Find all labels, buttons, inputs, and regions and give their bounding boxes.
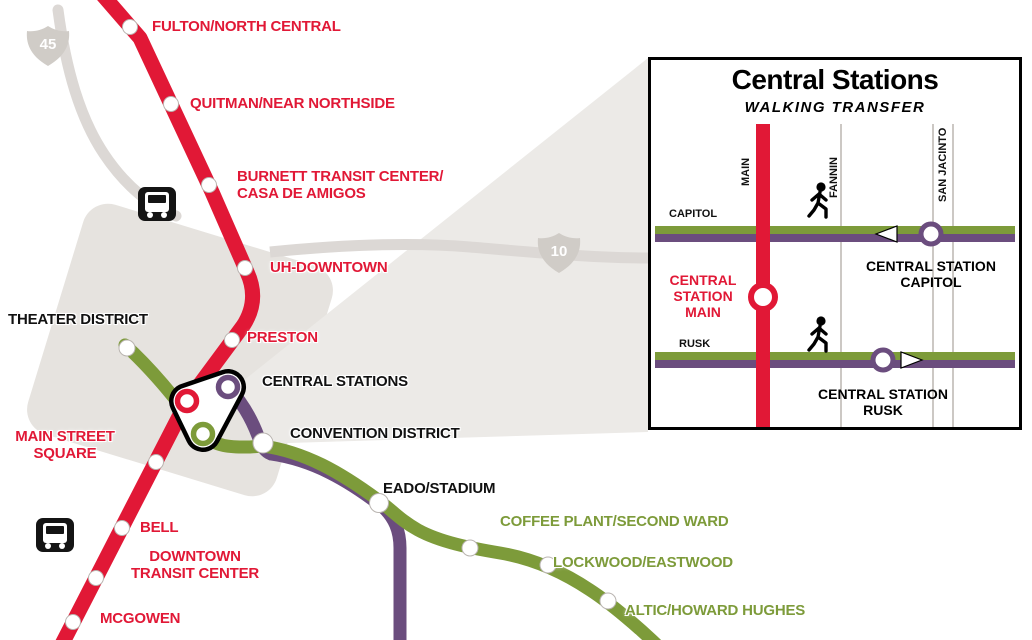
central-station-capitol-dot [190,421,216,447]
i10-shield-icon [537,233,581,273]
inset-canvas [655,124,1015,427]
station-label-quitman: QUITMAN/NEAR NORTHSIDE [190,95,395,112]
station-dot [201,177,217,193]
station-label-lockwood: LOCKWOOD/EASTWOOD [553,554,733,571]
station-dot [88,570,104,586]
station-label-mcgowen: MCGOWEN [100,610,181,627]
station-label-coffee-plant: COFFEE PLANT/SECOND WARD [500,513,729,530]
inset-label-central-station-rusk: CENTRAL STATION RUSK [818,386,948,419]
station-label-theater-district: THEATER DISTRICT [8,311,148,328]
station-label-main-street-square: MAIN STREET SQUARE [15,428,115,463]
station-label-uh-downtown: UH-DOWNTOWN [270,259,388,276]
street-label-rusk: RUSK [679,338,711,350]
inset-label-central-station-capitol: CENTRAL STATION CAPITOL [866,258,996,291]
central-stations-inset: Central Stations WALKING TRANSFER [648,57,1022,430]
inset-title: Central Stations [731,64,939,95]
station-dot [114,520,130,536]
station-label-burnett: BURNETT TRANSIT CENTER/ CASA DE AMIGOS [237,168,444,203]
station-label-convention-district: CONVENTION DISTRICT [290,425,460,442]
inset-beam [238,58,648,444]
station-dot [599,592,617,610]
station-label-eado-stadium: EADO/STADIUM [383,480,496,497]
station-dot [148,454,164,470]
station-dot [461,539,479,557]
station-label-fulton: FULTON/NORTH CENTRAL [152,18,341,35]
bus-icon [138,187,176,221]
walking-person-icon [807,316,828,353]
station-dot [252,432,274,454]
station-label-altic: ALTIC/HOWARD HUGHES [625,602,806,619]
central-station-rusk-dot [215,374,241,400]
inset-central-station-capitol-dot [918,221,944,247]
station-label-downtown-transit-center: DOWNTOWN TRANSIT CENTER [130,548,260,583]
street-label-capitol: CAPITOL [669,208,718,220]
bus-icon [36,518,74,552]
station-label-central-stations: CENTRAL STATIONS [262,373,408,390]
station-label-preston: PRESTON [247,329,318,346]
station-dot [163,96,179,112]
red-line [55,0,261,640]
central-stations-cluster [169,369,246,452]
westbound-arrow-icon [874,225,898,243]
station-dot [65,614,81,630]
street-label-san-jacinto: SAN JACINTO [937,127,949,202]
i45-shield-icon [26,26,70,66]
road-i10 [269,239,649,264]
street-label-main: MAIN [740,157,752,186]
station-dot [369,493,389,513]
street-label-fannin: FANNIN [828,157,840,198]
red-line-stations [65,19,253,630]
station-dot [539,556,557,574]
station-dot [122,19,138,35]
station-label-bell: BELL [140,519,179,536]
green-line-stations [118,339,617,610]
eastbound-arrow-icon [900,351,924,369]
inset-subtitle: WALKING TRANSFER [744,99,926,116]
station-dot [224,332,240,348]
i45-shield-number: 45 [39,36,57,53]
inset-central-station-main-dot [748,282,778,312]
walking-person-icon [807,182,828,219]
central-station-main-dot [174,388,200,414]
inset-central-station-rusk-dot [870,347,896,373]
station-dot [237,260,253,276]
inset-label-central-station-main: CENTRAL STATION MAIN [669,272,737,321]
station-dot [118,339,136,357]
road-north [52,4,182,222]
i10-shield-number: 10 [550,243,568,260]
